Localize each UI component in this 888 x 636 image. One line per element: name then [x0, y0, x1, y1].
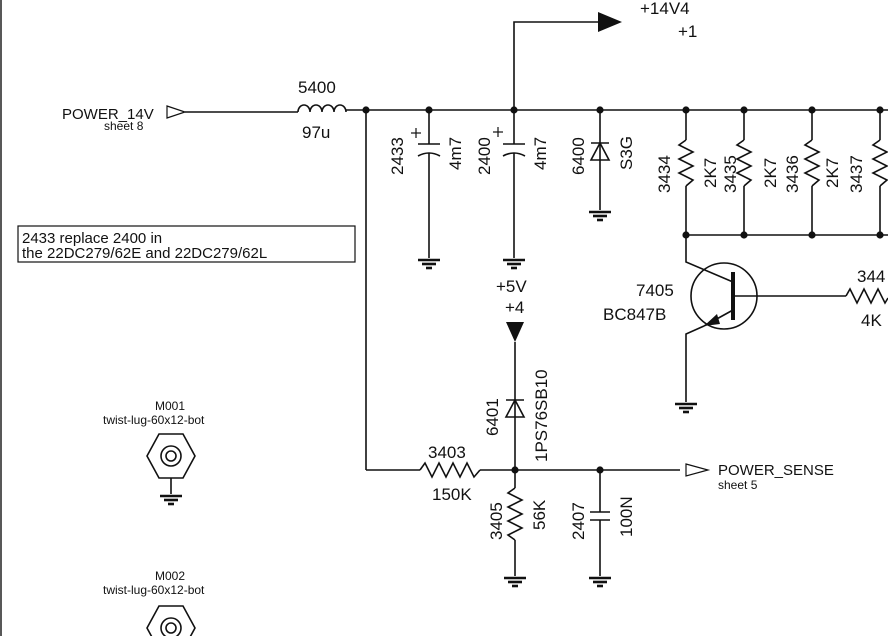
- diode-6401-value: 1PS76SB10: [532, 369, 551, 462]
- diode-6400: [589, 110, 611, 210]
- capacitor-2433: [411, 110, 441, 258]
- capacitor-2400: [493, 110, 526, 258]
- resistor-3403: [419, 461, 481, 479]
- ground-symbol: [673, 402, 699, 414]
- diode-6400-value: S3G: [617, 136, 636, 170]
- ground-symbol: [502, 576, 528, 588]
- resistor-3436: [803, 110, 821, 235]
- transistor-type: BC847B: [603, 305, 666, 324]
- main-rail: [185, 106, 888, 114]
- cap-2400-value: 4m7: [531, 137, 550, 170]
- note-line-2: the 22DC279/62E and 22DC279/62L: [22, 245, 267, 262]
- input-connector-label: POWER_14V: [62, 106, 154, 123]
- mount-m002-desc: twist-lug-60x12-bot: [103, 583, 205, 597]
- res-3437-ref: 3437: [847, 155, 866, 193]
- output-connector-arrow: [685, 463, 711, 477]
- cap-2400-ref: 2400: [475, 137, 494, 175]
- cap-2433-value: 4m7: [446, 137, 465, 170]
- transistor-7405: [685, 235, 758, 402]
- resistor-3435: [735, 110, 753, 235]
- cap-2433-ref: 2433: [388, 137, 407, 175]
- output-connector-label: POWER_SENSE: [718, 462, 834, 479]
- supply-5v-pin: +4: [505, 298, 524, 317]
- supply-5v-arrow: [506, 322, 524, 342]
- transistor-ref: 7405: [636, 281, 674, 300]
- ground-symbol: [587, 576, 613, 588]
- resistor-3437: [871, 110, 888, 235]
- supply-5v-label: +5V: [496, 277, 527, 296]
- res-3435-ref: 3435: [721, 155, 740, 193]
- resistor-344: [757, 287, 888, 305]
- mount-m001-ref: M001: [155, 399, 185, 413]
- rail-14v4-arrow: [513, 12, 622, 110]
- inductor-value: 97u: [302, 123, 330, 142]
- inductor-ref: 5400: [298, 78, 336, 97]
- res-3405-ref: 3405: [487, 502, 506, 540]
- res-3436-ref: 3436: [783, 155, 802, 193]
- res-344-value: 4K: [861, 311, 882, 330]
- mount-m001-symbol: [146, 433, 196, 494]
- res-3405-value: 56K: [530, 499, 549, 530]
- inductor-5400: [297, 104, 347, 113]
- diode-6401-ref: 6401: [483, 398, 502, 436]
- mount-m002-ref: M002: [155, 569, 185, 583]
- res-3403-ref: 3403: [428, 443, 466, 462]
- resistor-3434: [677, 110, 695, 235]
- res-344-ref: 344: [857, 267, 885, 286]
- res-3435-value: 2K7: [761, 158, 780, 188]
- rail-14v4-pin: +1: [678, 22, 697, 41]
- ground-symbol: [416, 258, 442, 270]
- res-3434-ref: 3434: [655, 155, 674, 193]
- resistor-3405: [506, 470, 524, 576]
- note-line-1: 2433 replace 2400 in: [22, 230, 162, 247]
- mount-m001-desc: twist-lug-60x12-bot: [103, 413, 205, 427]
- input-sheet-ref: sheet 8: [104, 119, 144, 133]
- diode-6401: [504, 342, 526, 470]
- resistor-bank-bus: [682, 231, 888, 239]
- output-sheet-ref: sheet 5: [718, 478, 758, 492]
- ground-symbol: [587, 210, 613, 222]
- res-3434-value: 2K7: [701, 158, 720, 188]
- cap-2407-ref: 2407: [569, 502, 588, 540]
- input-connector-arrow: [166, 105, 187, 119]
- res-3403-value: 150K: [432, 485, 472, 504]
- capacitor-2407: [590, 470, 610, 576]
- revision-note-box: [17, 225, 356, 263]
- mount-m002-symbol: [146, 605, 196, 636]
- ground-symbol: [501, 258, 527, 270]
- cap-2407-value: 100N: [617, 496, 636, 537]
- rail-14v4-label: +14V4: [640, 0, 690, 18]
- res-3436-value: 2K7: [823, 158, 842, 188]
- ground-symbol: [158, 494, 184, 506]
- diode-6400-ref: 6400: [569, 137, 588, 175]
